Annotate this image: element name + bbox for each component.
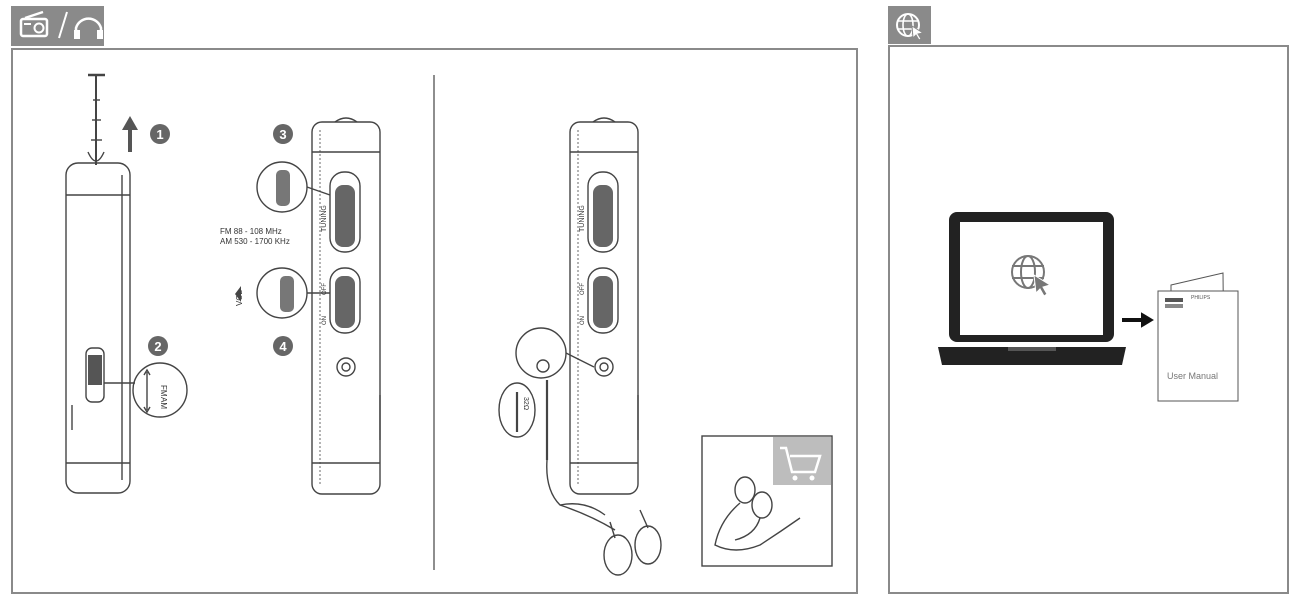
radio-side-view-headphones — [498, 117, 662, 576]
impedance-label: 32Ω — [522, 397, 529, 410]
radio-headphones-tab — [11, 6, 104, 46]
radio-icon — [19, 10, 103, 39]
accessory-box — [701, 435, 833, 567]
radio-diagram: 1 2 3 4 FM AM TUNING TUNING VOL ON OFF O… — [65, 73, 833, 576]
step-1: 1 — [156, 127, 163, 142]
power-off-label: OFF — [322, 283, 328, 295]
online-tab — [888, 6, 931, 44]
radio-side-view-controls — [256, 117, 381, 495]
user-manual-booklet — [1157, 272, 1239, 402]
power-on-label: ON — [322, 316, 328, 325]
step-markers: 1 2 3 4 — [148, 124, 293, 356]
step-2: 2 — [154, 339, 161, 354]
am-label: AM — [159, 397, 168, 409]
fm-label: FM — [159, 385, 168, 397]
manual-brand: PHILIPS — [1191, 295, 1211, 301]
am-frequency: AM 530 - 1700 KHz — [220, 237, 290, 246]
radio-side-view-antenna — [65, 73, 188, 494]
power-on-label-2: ON — [580, 316, 586, 325]
manual-title: User Manual — [1167, 371, 1218, 381]
globe-cursor-icon — [896, 13, 925, 41]
globe-cursor-icon — [1011, 255, 1052, 297]
fm-frequency: FM 88 - 108 MHz — [220, 227, 282, 236]
power-off-label-2: OFF — [580, 283, 586, 295]
tuning-label-2: TUNING — [579, 205, 586, 232]
step-4: 4 — [279, 339, 287, 354]
tuning-label: TUNING — [321, 205, 328, 232]
step-3: 3 — [279, 127, 286, 142]
online-manual-diagram: PHILIPS User Manual — [938, 212, 1239, 402]
